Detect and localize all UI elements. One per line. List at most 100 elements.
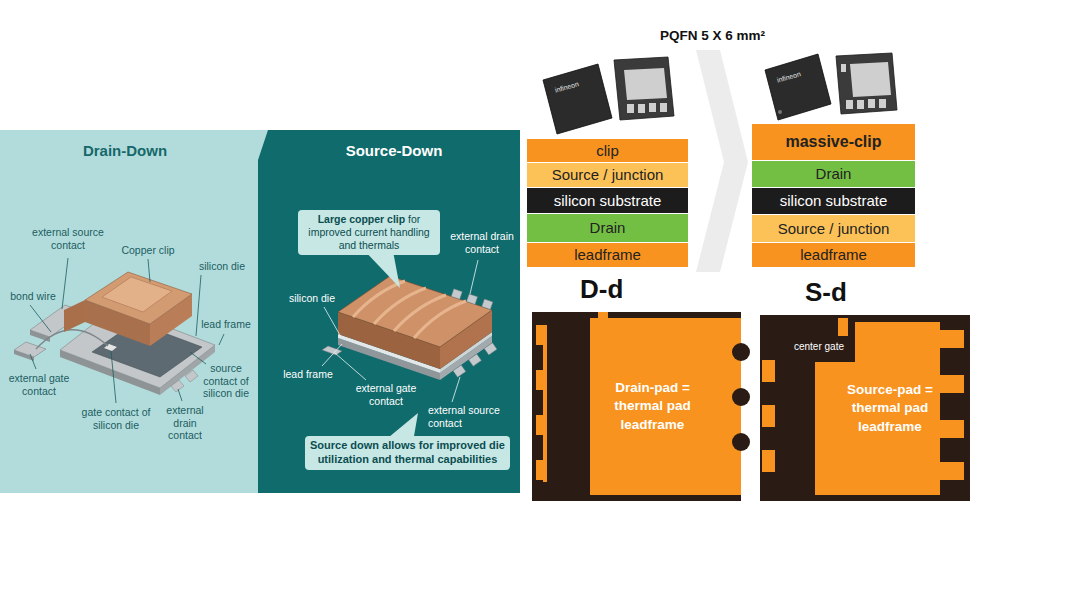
chip-photo: [649, 103, 656, 112]
panel-heading: Drain-Down: [0, 142, 250, 159]
drain-down-package: [36, 330, 108, 349]
footprint: S-dSource-pad = thermal pad leadframe: [760, 315, 970, 501]
part-label: source contact of silicon die: [200, 362, 252, 400]
footprint-drawing: [590, 318, 741, 495]
label-slot: infineon: [554, 76, 595, 95]
part-label: silicon die: [194, 260, 250, 273]
panel-ground: [0, 130, 520, 493]
label-slot: external drain contact: [156, 404, 214, 442]
label-slot: source contact of silicon die: [200, 362, 252, 400]
source-down-package: [453, 365, 466, 377]
transition-chevron: [696, 50, 748, 272]
source-down-package: [353, 281, 405, 317]
source-down-package: [451, 289, 462, 300]
footprint-drawing: [762, 360, 775, 382]
layer-name: leadframe: [574, 246, 641, 263]
chip-photo: [660, 103, 667, 112]
part-label: lead frame: [200, 318, 252, 331]
layer-band: silicon substrate: [752, 188, 915, 214]
chip-photo: [841, 64, 846, 72]
footprint-drawing: [536, 415, 547, 435]
layer-band: massive-clip: [752, 124, 915, 160]
variant-label: D-d: [580, 274, 623, 304]
leader-line: [190, 352, 206, 364]
part-label: bond wire: [4, 290, 62, 303]
footprint-drawing: [762, 405, 775, 427]
leader-line: [196, 275, 201, 336]
leader-line: [452, 377, 460, 402]
label-slot: external source contact: [26, 226, 110, 251]
leader-line: [30, 354, 36, 369]
layer-band: Drain: [527, 214, 688, 242]
drain-down-package: [64, 300, 85, 332]
label-slot: silicon die: [286, 292, 338, 305]
panel: Drain-Down: [0, 130, 250, 493]
layer-name: clip: [596, 142, 619, 159]
layer-band: Source / junction: [752, 215, 915, 242]
source-down-package: [467, 294, 478, 305]
part-label: lead frame: [278, 368, 338, 381]
footprint-drawing: [940, 330, 964, 348]
label-slot: gate contact of silicon die: [76, 406, 156, 431]
layer-name: Source / junction: [778, 220, 890, 237]
footprint-drawing: [732, 433, 750, 451]
footprint-drawing: [838, 318, 848, 336]
chip-marking: infineon: [776, 66, 817, 85]
thermal-pad: Drain-pad = thermal pad leadframe: [590, 318, 715, 495]
layer-band: silicon substrate: [527, 188, 688, 213]
leader-line: [111, 351, 116, 403]
chip-photo: [624, 68, 667, 100]
chip-photo: [614, 57, 674, 120]
drain-down-package: [102, 277, 172, 312]
footprint-drawing: [543, 325, 547, 482]
drain-down-package: [171, 380, 184, 392]
chip-photo: [836, 53, 897, 114]
label-slot: external source contact: [428, 404, 516, 429]
footprint-drawing: [760, 315, 970, 501]
part-label: Copper clip: [112, 244, 184, 257]
chip-photo: [868, 99, 875, 108]
callout-text: Source down allows for improved die util…: [310, 439, 505, 465]
label-slot: silicon die: [194, 260, 250, 273]
pad-label: Source-pad = thermal pad leadframe: [844, 381, 936, 436]
chip-photo: [627, 104, 634, 113]
source-down-package: [338, 276, 492, 347]
callout-pointer: [360, 246, 418, 442]
leader-line: [219, 334, 224, 345]
layer-name: Source / junction: [552, 166, 664, 183]
panel: Source-DownLarge copper clipfor improved…: [268, 130, 520, 493]
pin-label: center gate: [786, 341, 852, 353]
layer-name: silicon substrate: [780, 192, 888, 209]
source-down-package: [374, 288, 426, 324]
layer-band: Source / junction: [527, 163, 688, 187]
footprint-drawing: [940, 420, 964, 438]
footprint-drawing: [762, 450, 775, 472]
footprint-drawing: [532, 312, 970, 501]
footprint: D-dDrain-pad = thermal pad leadframe: [532, 312, 741, 501]
part-label: external source contact: [26, 226, 110, 251]
part-label: silicon die: [286, 292, 338, 305]
package-title: PQFN 5 X 6 mm²: [660, 28, 790, 44]
chip-marking: infineon: [554, 76, 595, 95]
drain-down-package: [185, 370, 198, 382]
pad-label: Drain-pad = thermal pad leadframe: [607, 379, 699, 434]
source-down-package: [469, 354, 482, 366]
label-slot: external gate contact: [2, 372, 76, 397]
layer-name: silicon substrate: [554, 192, 662, 209]
label-slot: bond wire: [4, 290, 62, 303]
leader-line: [322, 344, 342, 366]
leader-line: [335, 353, 366, 380]
footprint-drawing: [940, 375, 964, 393]
chip-photo: [857, 100, 864, 109]
part-label: external drain contact: [156, 404, 214, 442]
source-down-package: [414, 301, 466, 338]
variant-label: S-d: [805, 277, 847, 307]
footprint-drawing: [940, 462, 964, 480]
label-slot: lead frame: [200, 318, 252, 331]
label-slot: infineon: [776, 66, 817, 85]
part-label: external source contact: [428, 404, 516, 429]
footprint-drawing: [536, 370, 547, 390]
layer-band: clip: [527, 139, 688, 162]
